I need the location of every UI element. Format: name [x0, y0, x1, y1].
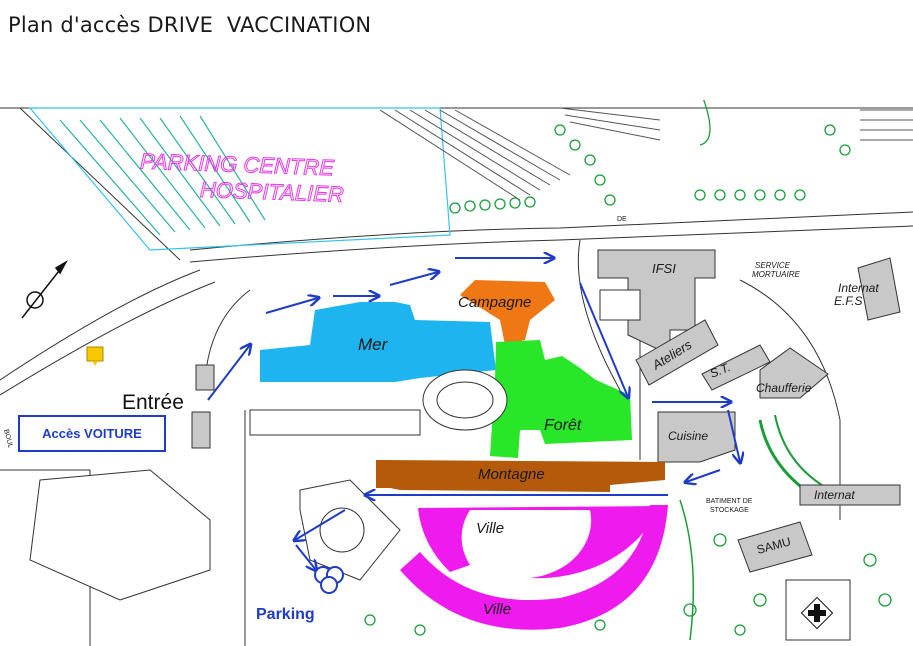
route-arrows [207, 258, 740, 570]
zone-mer [260, 302, 496, 382]
service-mortuaire-label-1: SERVICE [755, 261, 791, 270]
chaufferie-label: Chaufferie [756, 381, 812, 395]
info-marker-icon [86, 346, 104, 366]
cuisine-label: Cuisine [668, 429, 708, 443]
parking-centre-label-1: PARKING CENTRE [140, 149, 335, 181]
parking-centre-label-2: HOSPITALIER [200, 177, 345, 207]
internat-efs-label-1: Internat [838, 281, 879, 295]
zone-campagne [460, 280, 555, 345]
boul-label: BOUL [2, 429, 14, 449]
zone-foret-label: Forêt [544, 417, 582, 434]
zone-campagne-label: Campagne [458, 294, 531, 311]
buildings-grey [191, 249, 901, 573]
entree-label: Entrée [122, 391, 184, 414]
ifsi-label: IFSI [652, 261, 676, 276]
hospital-cross-icon [800, 596, 834, 630]
parking-icon [314, 566, 344, 594]
page-title: Plan d'accès DRIVE VACCINATION [8, 13, 372, 37]
parking-label: Parking [256, 606, 315, 623]
internat-label: Internat [814, 488, 855, 502]
zone-mer-label: Mer [358, 335, 389, 354]
parking-lot-right [379, 107, 913, 201]
zone-ville [400, 505, 668, 630]
zone-ville-label-1: Ville [476, 520, 504, 537]
batiment-stockage-label-2: STOCKAGE [710, 507, 749, 514]
acces-voiture-box: Accès VOITURE [18, 415, 166, 452]
building-outlines [29, 289, 851, 641]
acces-voiture-label: Accès VOITURE [42, 426, 142, 441]
zone-montagne-label: Montagne [478, 466, 545, 483]
zone-montagne [376, 460, 665, 492]
batiment-stockage-label-1: BATIMENT DE [706, 498, 753, 505]
service-mortuaire-label-2: MORTUAIRE [752, 270, 801, 279]
site-map: PARKING CENTRE HOSPITALIER Mer Campagne … [0, 100, 913, 646]
zone-ville-label-2: Ville [483, 601, 511, 618]
internat-efs-label-2: E.F.S [834, 294, 862, 308]
north-arrow-icon [21, 259, 68, 319]
parking-lot-top [28, 107, 451, 251]
ring-structure [422, 369, 508, 431]
de-label: DE [617, 216, 627, 223]
